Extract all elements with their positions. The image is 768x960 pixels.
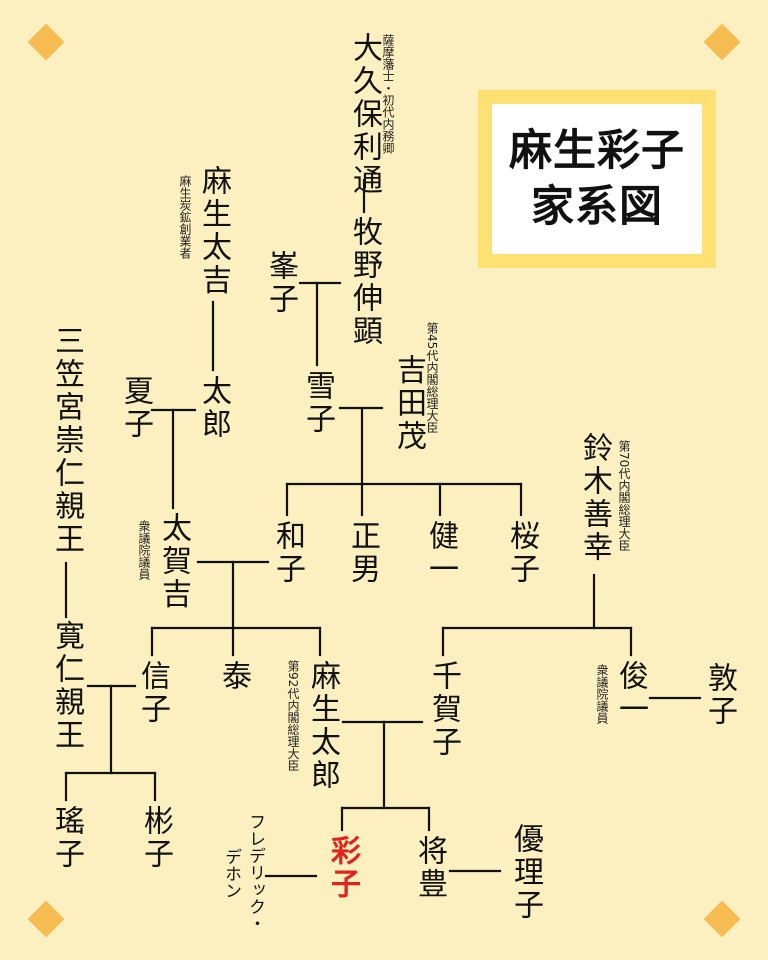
person-yoko: 瑤子: [49, 805, 84, 871]
person-yutaka: 泰: [216, 660, 251, 693]
note-shunichi: 衆議院議員: [595, 664, 609, 724]
person-suzuki: 鈴木善幸: [577, 432, 612, 564]
note-yoshida: 第45代内閣総理大臣: [425, 322, 439, 434]
person-okubo: 大久保利通: [347, 32, 382, 197]
person-masatoyo: 将豊: [412, 835, 447, 901]
person-mikasa: 三笠宮崇仁親王: [49, 325, 84, 556]
person-ayako: 彩子: [325, 835, 360, 901]
note-aso-takichi: 麻生炭鉱創業者: [178, 175, 192, 259]
person-shunichi: 俊一: [613, 660, 648, 726]
person-taro-elder: 太郎: [196, 375, 231, 441]
person-sakurako: 桜子: [504, 520, 539, 586]
person-nobuko: 信子: [135, 660, 170, 726]
person-mineko: 峯子: [263, 250, 298, 316]
person-natsuko: 夏子: [118, 375, 153, 441]
person-atsuko: 敦子: [702, 662, 737, 728]
title-frame: 麻生彩子 家系図: [478, 90, 716, 268]
person-yoshida: 吉田茂: [391, 354, 426, 453]
title-card: 麻生彩子 家系図: [492, 104, 702, 254]
note-aso-taro: 第92代内閣総理大臣: [286, 660, 300, 772]
person-aso-taro: 麻生太郎: [305, 660, 340, 792]
person-kazuko: 和子: [270, 520, 305, 586]
person-kenichi: 健一: [423, 520, 458, 586]
note-okubo: 薩摩藩士・初代内務卿: [381, 34, 395, 154]
person-aso-takichi: 麻生太吉: [196, 165, 231, 297]
person-takakichi: 太賀吉: [156, 512, 191, 611]
person-frederic-line2: デホン: [221, 848, 241, 899]
person-tomohito: 寛仁親王: [49, 620, 84, 752]
person-chikako: 千賀子: [426, 660, 461, 759]
title-line-1: 麻生彩子: [509, 126, 685, 176]
person-yukiko: 雪子: [300, 370, 335, 436]
person-masao: 正男: [345, 520, 380, 586]
person-yuriko: 優理子: [508, 823, 543, 922]
note-suzuki: 第70代内閣総理大臣: [617, 440, 631, 552]
person-akiko: 彬子: [138, 805, 173, 871]
person-frederic-line1: フレデリック・: [245, 813, 265, 932]
note-takakichi: 衆議院議員: [137, 520, 151, 580]
person-makino: 牧野伸顕: [347, 216, 382, 348]
title-line-2: 家系図: [531, 182, 663, 232]
